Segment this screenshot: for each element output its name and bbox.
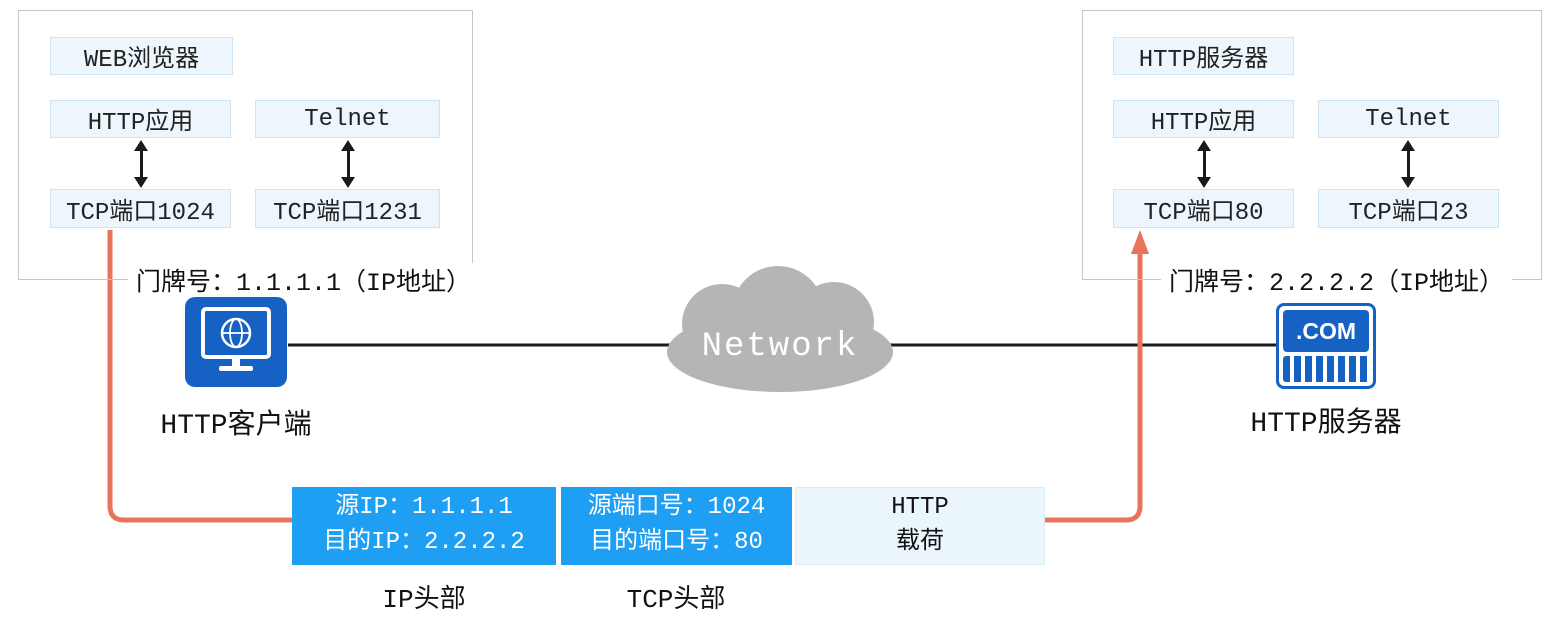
- ip-header-box: 源IP：1.1.1.1 目的IP：2.2.2.2: [292, 487, 556, 565]
- http-app-box-right: HTTP应用: [1113, 100, 1294, 138]
- http-payload-line1: HTTP: [891, 494, 949, 522]
- http-server-box: HTTP服务器: [1113, 37, 1294, 75]
- tcp-port-1024-label: TCP端口1024: [66, 199, 215, 227]
- tcp-port-1231-label: TCP端口1231: [273, 199, 422, 227]
- double-arrow-icon: [1400, 140, 1416, 188]
- client-device-label: HTTP客户端: [160, 411, 312, 442]
- tcp-header-box: 源端口号：1024 目的端口号：80: [561, 487, 792, 565]
- barcode-icon: [1283, 356, 1369, 382]
- http-app-label-right: HTTP应用: [1150, 110, 1257, 137]
- double-arrow-icon: [340, 140, 356, 188]
- web-browser-box: WEB浏览器: [50, 37, 233, 75]
- http-server-icon: .COM: [1276, 303, 1376, 389]
- ip-header-caption: IP头部: [382, 585, 466, 615]
- tcp-port-80-box: TCP端口80: [1113, 189, 1294, 228]
- http-payload-line2: 载荷: [896, 529, 944, 556]
- tcp-header-line2: 目的端口号：80: [590, 529, 763, 556]
- http-payload-box: HTTP 载荷: [795, 487, 1045, 565]
- http-client-icon: [185, 297, 287, 387]
- com-label: .COM: [1283, 310, 1369, 352]
- http-server-label: HTTP服务器: [1138, 47, 1269, 74]
- ip-header-line1: 源IP：1.1.1.1: [335, 494, 513, 522]
- tcp-header-line1: 源端口号：1024: [587, 494, 766, 522]
- tcp-header-caption: TCP头部: [626, 585, 726, 615]
- telnet-label-right: Telnet: [1365, 105, 1452, 133]
- network-label: Network: [701, 328, 859, 366]
- ip-header-line2: 目的IP：2.2.2.2: [323, 529, 525, 556]
- tcp-port-23-box: TCP端口23: [1318, 189, 1499, 228]
- double-arrow-icon: [133, 140, 149, 188]
- http-app-box-left: HTTP应用: [50, 100, 231, 138]
- server-device-label: HTTP服务器: [1250, 409, 1402, 440]
- web-browser-label: WEB浏览器: [83, 47, 200, 74]
- telnet-box-right: Telnet: [1318, 100, 1499, 138]
- packet-to-server-connector: [1045, 250, 1143, 523]
- tcp-port-80-label: TCP端口80: [1143, 199, 1264, 227]
- double-arrow-icon: [1196, 140, 1212, 188]
- http-app-label-left: HTTP应用: [87, 110, 194, 137]
- tcp-port-1231-box: TCP端口1231: [255, 189, 440, 228]
- tcp-port-23-label: TCP端口23: [1348, 199, 1469, 227]
- client-ip-address-label: 门牌号：1.1.1.1（IP地址）: [128, 263, 480, 298]
- server-ip-address-label: 门牌号：2.2.2.2（IP地址）: [1161, 263, 1513, 298]
- tcp-port-1024-box: TCP端口1024: [50, 189, 231, 228]
- telnet-box-left: Telnet: [255, 100, 440, 138]
- telnet-label-left: Telnet: [304, 105, 391, 133]
